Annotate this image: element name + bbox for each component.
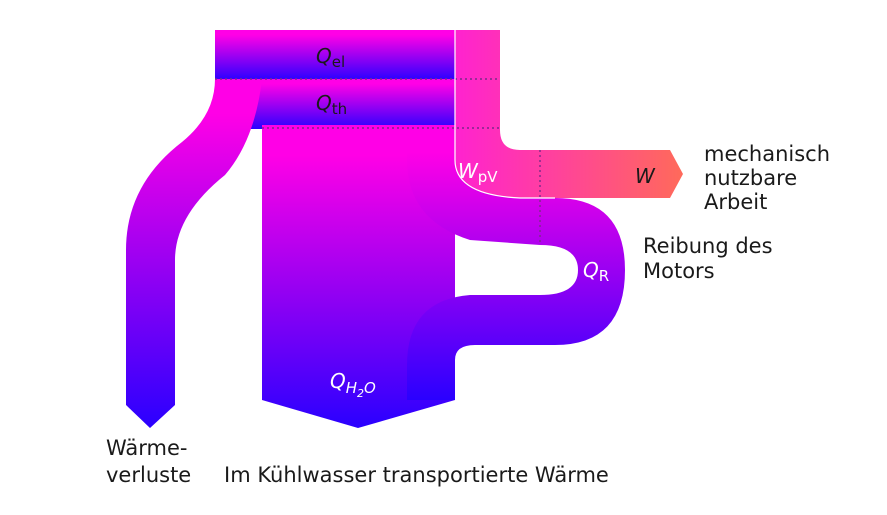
divider-lines — [215, 78, 541, 245]
split-edges — [454, 30, 555, 199]
flow-wpv-friction — [407, 125, 625, 400]
label-mechanical-work: mechanisch nutzbare Arbeit — [704, 142, 837, 214]
label-q-el: Qel — [316, 44, 345, 71]
label-q-r: QR — [583, 258, 609, 285]
flow-heat-losses — [126, 79, 262, 428]
flow-q-el — [215, 30, 500, 80]
sankey-flows — [126, 30, 683, 428]
label-w: W — [635, 164, 656, 188]
label-coolant-heat: Im Kühlwasser transportierte Wärme — [224, 463, 609, 487]
label-heat-losses: Wärme- verluste — [106, 436, 194, 487]
label-q-th: Qth — [316, 91, 347, 118]
edge-work-bottom — [454, 159, 555, 199]
flow-coolant — [262, 125, 455, 428]
label-q-h2o: QH2O — [330, 369, 376, 400]
label-w-pv: WpV — [458, 159, 498, 186]
flow-mechanical-work — [455, 30, 683, 198]
label-engine-friction: Reibung des Motors — [643, 234, 779, 283]
